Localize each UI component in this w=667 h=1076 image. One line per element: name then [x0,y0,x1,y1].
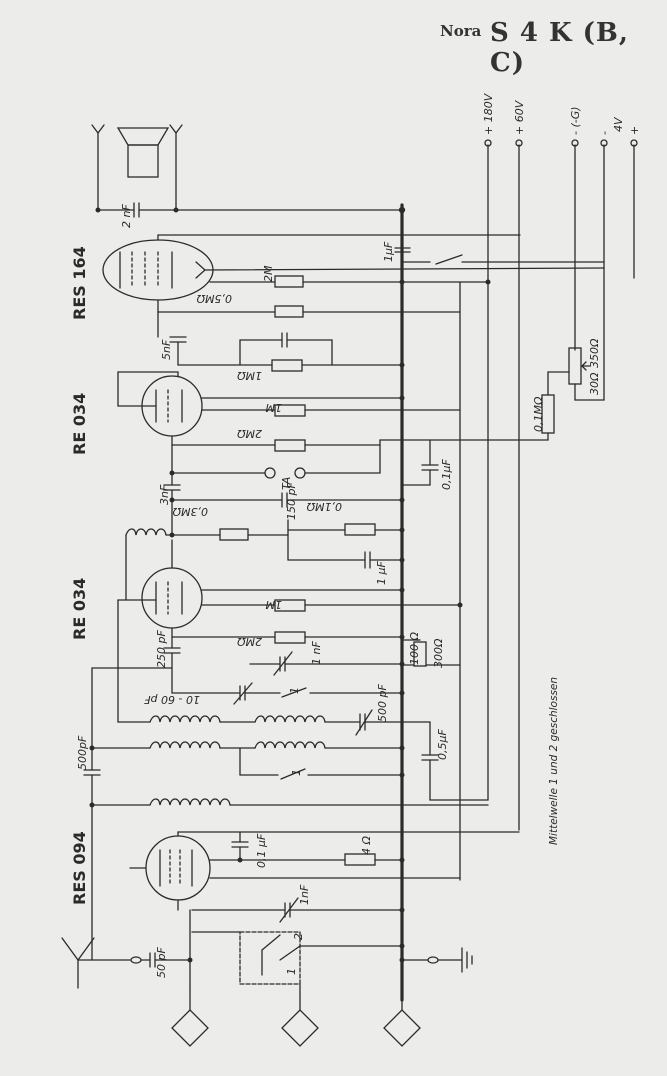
resistor-2m-b [171,439,381,474]
capacitor-1nf-b [191,897,403,923]
label-350: 350Ω [588,338,601,368]
switch-top [401,254,605,265]
model-title: S 4 K (B, C) [490,18,629,78]
label-300: 300Ω [432,638,445,668]
capacitor-1uf-top [394,206,411,253]
resistor-05m [274,305,461,318]
capacitor-50pf [140,909,191,991]
resistor-4 [209,853,461,879]
terminal-neg: - [598,131,611,135]
resistor-100-300 [401,639,461,667]
label-10-60pf: 10 - 60 pF [144,693,200,706]
label-01uf: 0,1μF [440,459,453,490]
trimmer-10-60pf [233,682,403,705]
brand-label: Nora [440,22,482,40]
terminal-180v: + 180V [482,93,495,135]
label-500pf-var: 500 pF [376,684,389,722]
label-500pf: 500pF [76,735,89,770]
tube-res094 [129,831,520,911]
rail-links [401,281,489,881]
coil-row3 [91,798,489,806]
connector-mid [281,983,319,1047]
tube-res164 [102,234,605,313]
pickup-ta [171,467,381,479]
junction-dots [89,207,491,963]
label-50pf: 50 pF [155,947,168,978]
capacitor-5nf [157,311,187,366]
coil-row1 [117,599,431,736]
tube-re034-b [117,539,403,638]
resistor-1m-b [274,404,461,417]
tube-label-re034-a: RE 034 [70,392,89,455]
label-1uf-mid: 1 μF [375,561,388,585]
capacitor-01uf [401,439,439,486]
capacitor-1nf-var [249,651,403,676]
connector-right [383,999,421,1047]
potentiometer [379,267,605,441]
resistor-1m-c [274,599,461,612]
tube-label-res164: RES 164 [70,246,89,320]
terminal-pos: + [628,125,641,135]
supply-rails [484,139,638,831]
label-05m: 0,5MΩ [196,292,232,305]
terminal-4v: 4V [612,117,625,132]
label-4: 4 Ω [360,836,373,855]
note-mittelwelle: Mittelwelle 1 und 2 geschlossen [548,676,560,845]
label-2m-b: 2MΩ [237,427,262,440]
resistor-01m-b [287,519,403,569]
label-2m-a: 2M [262,265,275,283]
label-sw1: 1 [288,687,301,694]
label-5nf: 5nF [160,339,173,360]
label-150pf: 150 pF [285,482,298,520]
band-switch [191,931,403,985]
label-sw2: 1 [290,769,303,776]
label-1nf-b: 1nF [298,884,311,905]
label-1m: 1MΩ [237,369,262,382]
ground-icon [401,947,473,973]
label-3nf: 3nF [158,484,171,505]
coil-row2 [91,667,403,780]
label-250pf: 250 pF [155,630,168,668]
label-01uf-b: 0,1 μF [255,833,268,868]
capacitor-01uf-b [231,831,249,861]
capacitor-150pf [171,492,403,508]
label-1m-b: 1M [265,401,283,414]
label-100: 100 Ω [408,632,421,665]
resistor-1m [177,332,403,372]
label-1nf: 1 nF [310,641,323,665]
loudspeaker-icon [91,124,183,211]
resistor-2m-a [274,275,403,288]
resistor-2m-c [171,631,403,644]
label-05uf: 0,5μF [436,729,449,760]
capacitor-250pf [163,636,241,694]
choke-coil [125,528,221,601]
terminal-60v: + 60V [513,100,526,135]
label-01m: 0,1MΩ [532,396,545,432]
tube-re034-a [117,371,403,446]
resistor-03m [219,528,289,541]
label-03m: 0,3MΩ [172,505,208,518]
label-01m-b: 0,1MΩ [306,500,342,513]
capacitor-05uf [421,721,489,801]
label-1uf-top: 1μF [382,241,395,262]
label-30: 30Ω [588,372,601,395]
label-1m-c: 1M [265,598,283,611]
capacitor-2nf [97,202,403,218]
label-2nf: 2 nF [120,204,133,228]
label-sw4: 2 [292,933,305,940]
label-sw3: 1 [285,968,298,975]
label-2m-c: 2MΩ [237,635,262,648]
tube-label-re034-b: RE 034 [70,577,89,640]
tube-label-res094: RES 094 [70,831,89,905]
antenna-icon [61,937,142,989]
connector-left [171,989,209,1047]
terminal-neg-g: - (-G) [569,106,582,135]
